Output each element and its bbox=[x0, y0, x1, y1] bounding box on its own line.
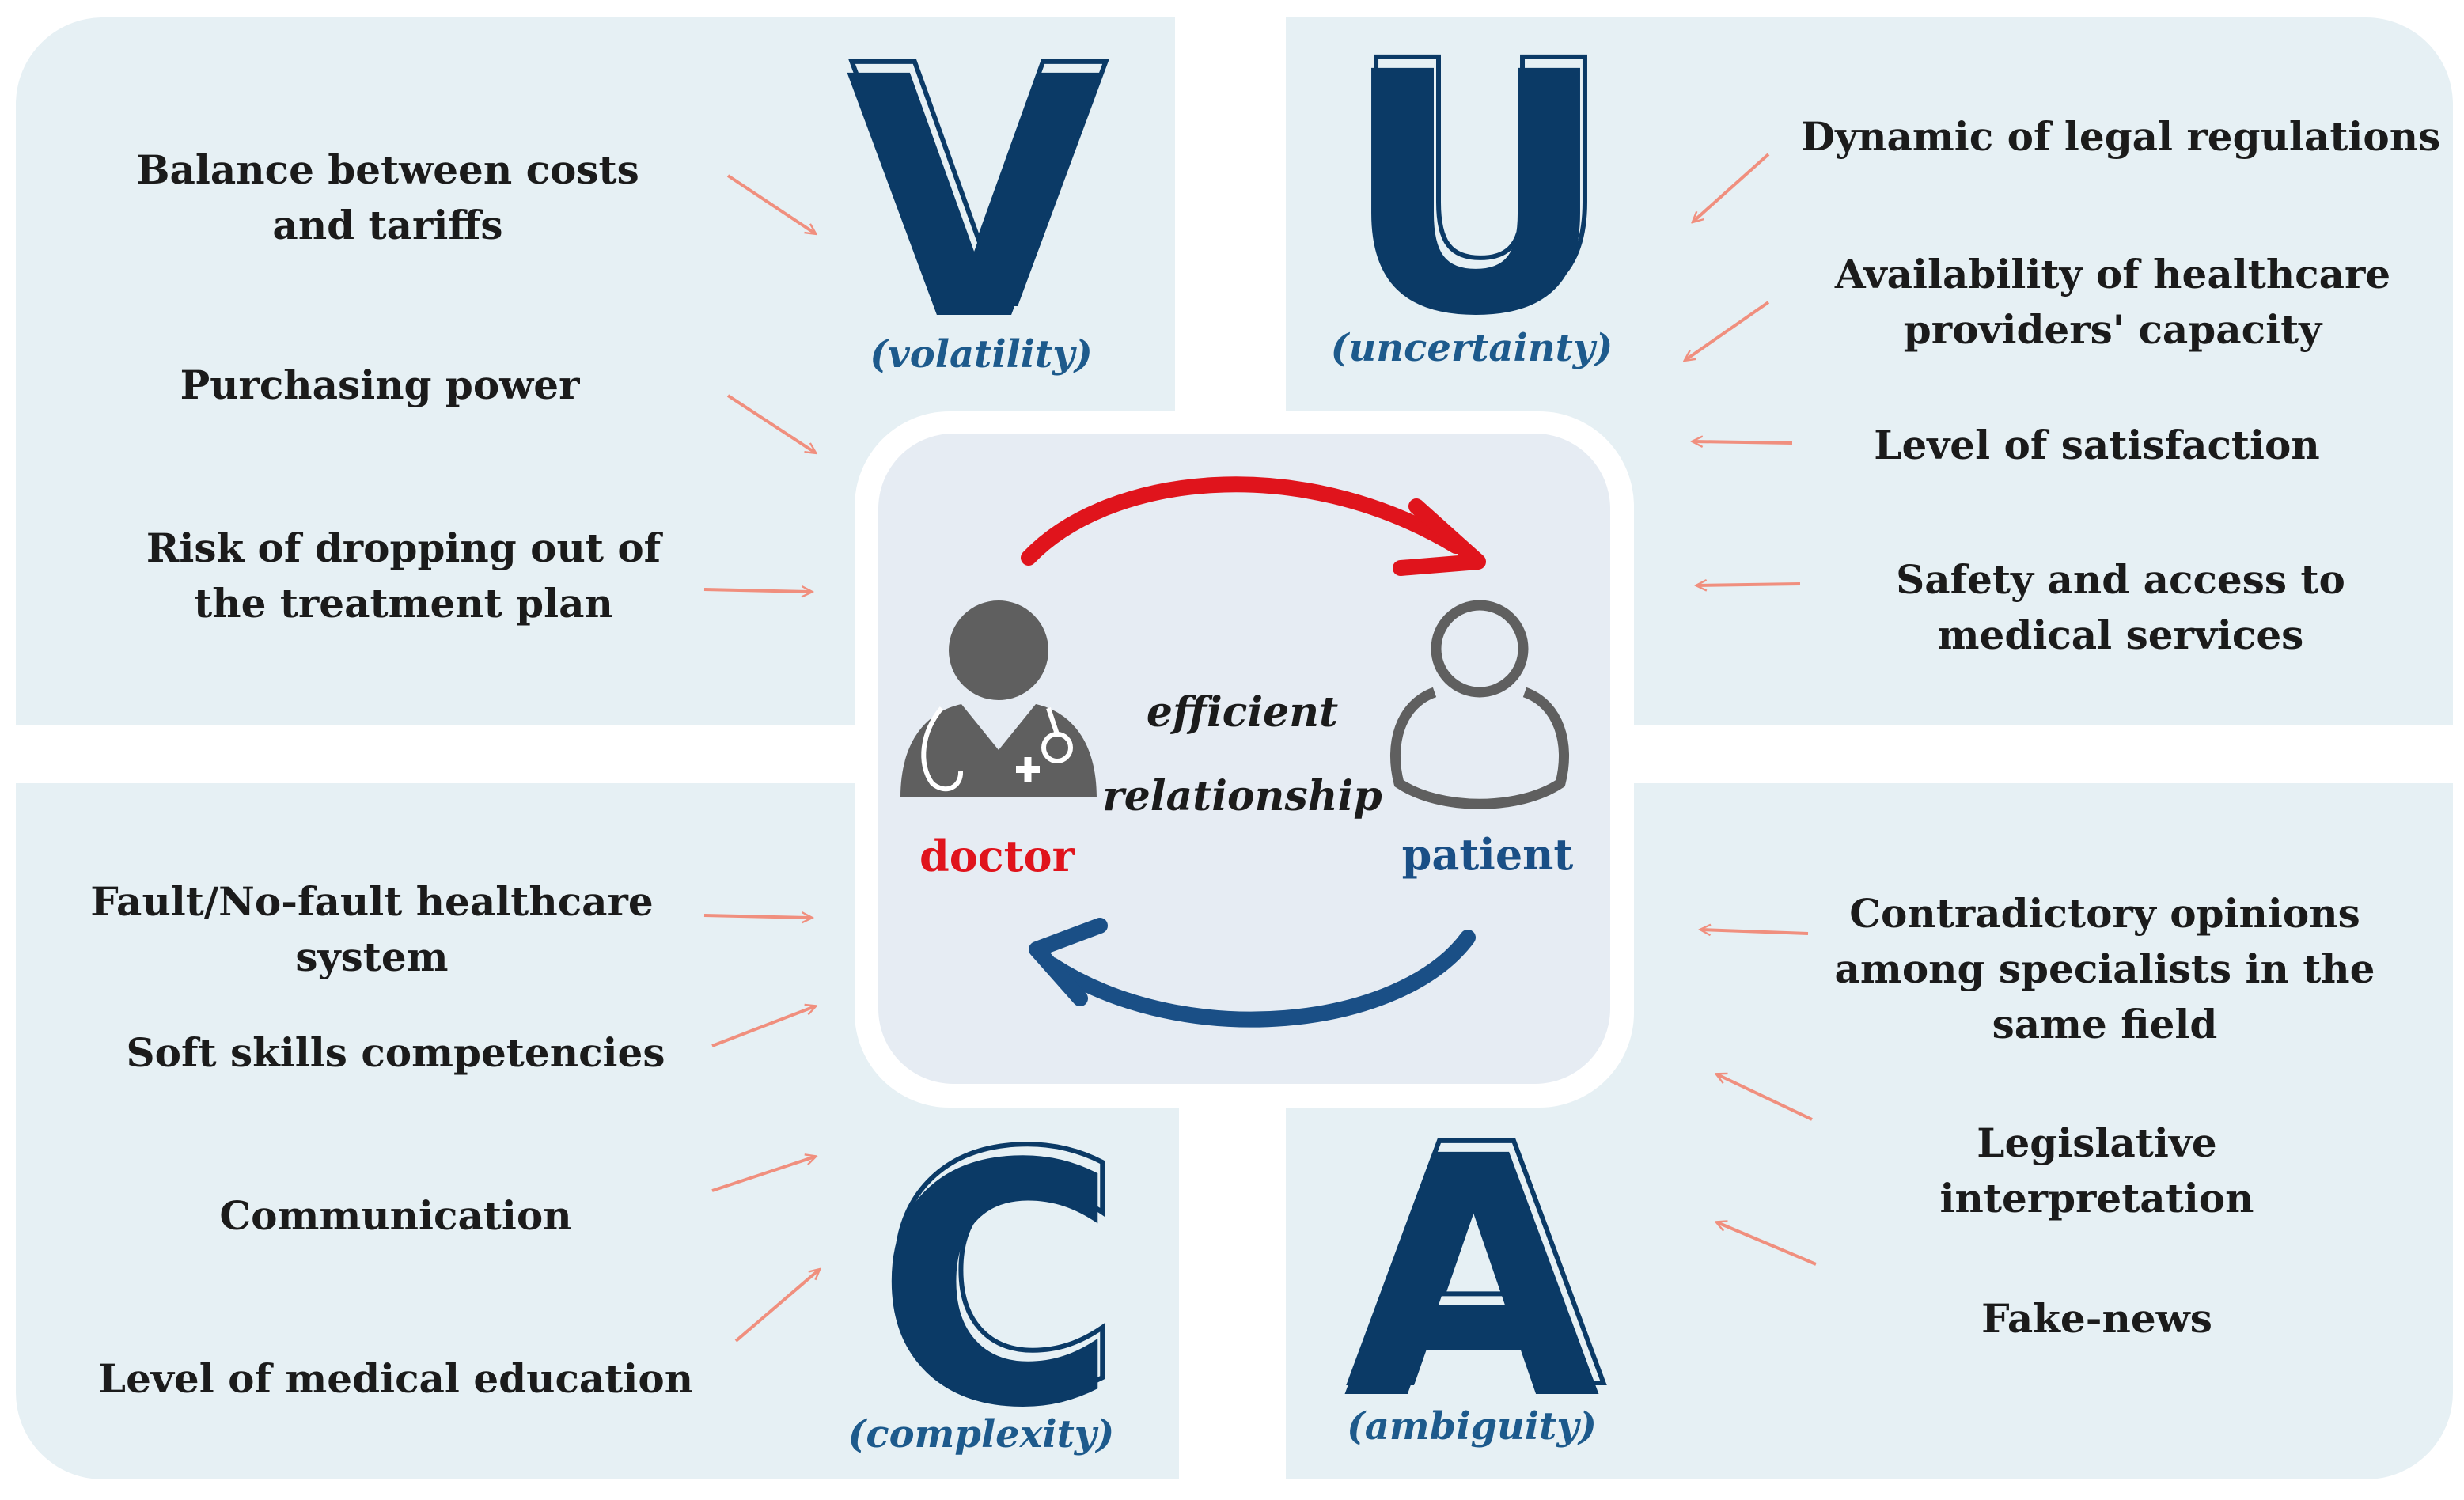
red-relationship-arrow bbox=[1021, 476, 1486, 576]
relationship-label-line1: efficient bbox=[1146, 688, 1339, 737]
v-letter: V V bbox=[845, 0, 1112, 394]
patient-label: patient bbox=[1401, 829, 1574, 880]
uncertainty-factor: Availability of healthcare providers' ca… bbox=[1834, 251, 2391, 353]
a-letter: A A bbox=[1343, 1073, 1609, 1473]
volatility-subtitle: (volatility) bbox=[870, 332, 1093, 377]
factor-arrow bbox=[734, 1270, 819, 1343]
factor-arrow bbox=[1693, 153, 1770, 222]
factor-arrow bbox=[726, 174, 815, 233]
ambiguity-factor: Fake-news bbox=[1981, 1295, 2212, 1342]
factor-arrow bbox=[1697, 584, 1801, 585]
doctor-icon bbox=[900, 600, 1097, 797]
factor-arrow bbox=[703, 915, 811, 918]
svg-text:A: A bbox=[1343, 1086, 1602, 1473]
uncertainty-subtitle: (uncertainty) bbox=[1330, 326, 1613, 370]
c-letter: C C bbox=[875, 1081, 1126, 1481]
svg-text:U: U bbox=[1345, 0, 1615, 378]
complexity-subtitle: (complexity) bbox=[847, 1412, 1115, 1456]
blue-relationship-arrow bbox=[1029, 918, 1476, 1028]
uncertainty-factor: Dynamic of legal regulations bbox=[1800, 113, 2441, 160]
volatility-factor: Risk of dropping out of the treatment pl… bbox=[146, 525, 661, 627]
svg-text:V: V bbox=[850, 0, 1109, 383]
relationship-label-line2: relationship bbox=[1102, 772, 1382, 820]
svg-text:V: V bbox=[845, 7, 1105, 394]
complexity-factor: Fault/No-fault healthcare system bbox=[90, 878, 654, 980]
ambiguity-factor: Contradictory opinions among specialists… bbox=[1834, 890, 2375, 1047]
complexity-factor: Soft skills competencies bbox=[126, 1029, 665, 1076]
doctor-label: doctor bbox=[919, 831, 1075, 881]
svg-text:A: A bbox=[1348, 1075, 1607, 1462]
svg-text:C: C bbox=[880, 1083, 1124, 1470]
volatility-factor: Purchasing power bbox=[180, 362, 580, 408]
factor-arrow bbox=[711, 1006, 815, 1047]
factor-arrow bbox=[1717, 1222, 1817, 1266]
complexity-factor: Level of medical education bbox=[97, 1355, 694, 1402]
uncertainty-factor: Safety and access to medical services bbox=[1896, 556, 2345, 658]
factor-arrow bbox=[1693, 441, 1793, 443]
patient-icon bbox=[1389, 600, 1570, 809]
svg-text:C: C bbox=[875, 1094, 1119, 1481]
factor-arrow bbox=[703, 589, 811, 592]
factor-arrow bbox=[1701, 930, 1809, 934]
ambiguity-subtitle: (ambiguity) bbox=[1347, 1404, 1597, 1449]
svg-text:U: U bbox=[1340, 2, 1610, 389]
factor-arrow bbox=[1685, 301, 1770, 360]
uncertainty-factor: Level of satisfaction bbox=[1874, 422, 2320, 468]
ambiguity-factor: Legislative interpretation bbox=[1939, 1119, 2254, 1222]
factor-arrow bbox=[1717, 1074, 1813, 1121]
u-letter: U U bbox=[1340, 0, 1617, 389]
factor-arrow bbox=[726, 394, 815, 453]
volatility-factor: Balance between costs and tariffs bbox=[136, 146, 639, 248]
complexity-factor: Communication bbox=[219, 1192, 572, 1239]
factor-arrow bbox=[711, 1157, 815, 1192]
